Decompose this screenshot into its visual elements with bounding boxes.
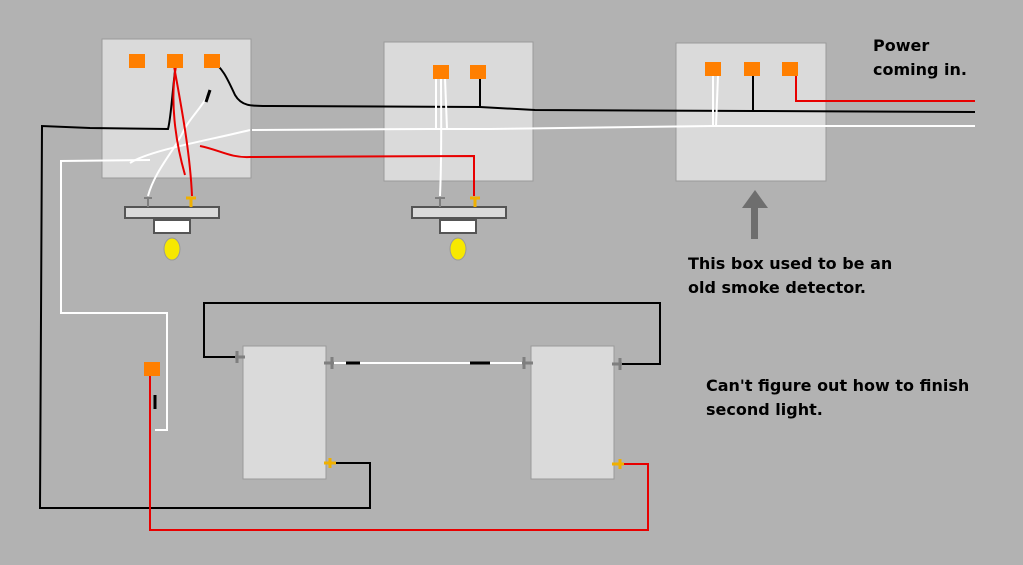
connector-smoke-b xyxy=(744,62,760,76)
fixture-2-socket xyxy=(439,219,477,234)
three-way-switch-1 xyxy=(242,345,327,480)
switch-2-traveler-terminal-left xyxy=(522,357,533,369)
red-wire-box1-to-box2 xyxy=(199,145,475,196)
switch-1-traveler-terminal-right xyxy=(324,357,334,369)
wire-connectors xyxy=(129,54,798,376)
white-wire-feed-to-smoke-box xyxy=(251,125,975,131)
switch-1-traveler-terminal-top xyxy=(235,351,245,363)
smoke-detector-note-line-1: This box used to be an xyxy=(688,254,893,273)
fixture-1-silver-terminal xyxy=(144,197,152,207)
light-fixture-2 xyxy=(411,196,507,261)
switch-2-common-terminal xyxy=(612,459,624,469)
black-wire-to-smoke-box-connector xyxy=(752,110,976,113)
black-wire-box1-to-smoke-box xyxy=(211,61,754,113)
question-note-line-1: Can't figure out how to finish xyxy=(706,376,970,395)
connector-box2-b xyxy=(470,65,486,79)
light-fixture-1 xyxy=(124,196,220,261)
red-wire-switch-leg xyxy=(149,374,649,531)
wire-tips xyxy=(153,89,490,409)
switch-1-common-terminal xyxy=(324,458,336,468)
fixture-1-plate xyxy=(124,206,220,219)
white-wires xyxy=(60,75,975,431)
black-tip-box1 xyxy=(204,89,212,103)
fixture-1-socket xyxy=(153,219,191,234)
bulb-1 xyxy=(163,237,181,261)
power-label-line-1: Power xyxy=(873,36,930,55)
switch-2-traveler-terminal-top xyxy=(612,358,622,370)
white-wire-box2-b xyxy=(439,77,443,197)
junction-box-light-2 xyxy=(383,41,534,182)
connector-switch-leg xyxy=(144,362,160,376)
fixture-2-gold-terminal xyxy=(470,196,480,207)
connector-box1-c xyxy=(204,54,220,68)
white-wire-box2-c xyxy=(444,77,448,130)
three-way-switch-2 xyxy=(530,345,615,480)
smoke-detector-note-line-2: old smoke detector. xyxy=(688,278,866,297)
white-wire-smoke-box-b xyxy=(715,75,719,127)
white-wire-box1-to-left-down xyxy=(129,129,251,164)
fixture-2-silver-terminal xyxy=(435,197,445,207)
red-wire-smoke-box-hot xyxy=(795,68,975,102)
connector-smoke-a xyxy=(705,62,721,76)
black-wire-traveler-top xyxy=(203,302,661,365)
connector-box1-b xyxy=(167,54,183,68)
power-label-line-2: coming in. xyxy=(873,60,967,79)
red-wire-light-1-hot-b xyxy=(172,65,186,176)
connector-box1-a xyxy=(129,54,145,68)
switch-terminals xyxy=(235,351,624,469)
fixture-1-gold-terminal xyxy=(186,196,196,207)
arrow-to-smoke-box xyxy=(742,190,768,239)
question-note-line-2: second light. xyxy=(706,400,823,419)
fixture-2-plate xyxy=(411,206,507,219)
arrow-head xyxy=(742,190,768,208)
red-wires xyxy=(149,65,975,531)
connector-box2-a xyxy=(433,65,449,79)
white-wire-down-left xyxy=(60,159,168,431)
arrow-shaft xyxy=(751,203,758,239)
connector-smoke-c xyxy=(782,62,798,76)
bulb-2 xyxy=(449,237,467,261)
red-wire-light-1-hot xyxy=(173,65,193,197)
